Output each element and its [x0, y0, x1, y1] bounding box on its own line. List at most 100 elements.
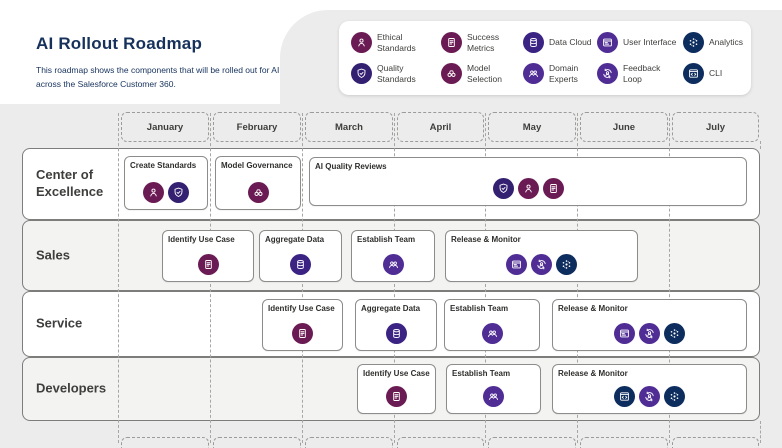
task-card-title: Establish Team: [357, 235, 416, 244]
legend-item-analytics: Analytics: [683, 31, 745, 54]
success-metrics-icon: [386, 386, 407, 407]
legend-item-success-metrics: Success Metrics: [441, 31, 523, 54]
bottom-month-box: [213, 437, 301, 448]
legend-label: User Interface: [623, 37, 677, 48]
success-metrics-icon: [292, 323, 313, 344]
column-guide: [118, 113, 119, 443]
domain-experts-icon: [382, 254, 404, 275]
task-card-title: Establish Team: [450, 304, 509, 313]
month-header-may: May: [488, 112, 576, 142]
month-header-january: January: [121, 112, 209, 142]
user-interface-icon: [597, 31, 618, 53]
month-header-february: February: [213, 112, 301, 142]
page-title: AI Rollout Roadmap: [36, 34, 203, 53]
analytics-icon: [664, 323, 685, 344]
task-card-title: AI Quality Reviews: [315, 162, 387, 171]
task-card-title: Model Governance: [221, 161, 293, 170]
task-card-establish-team: Establish Team: [351, 230, 435, 282]
task-card-title: Identify Use Case: [268, 304, 335, 313]
task-card-title: Release & Monitor: [451, 235, 521, 244]
domain-experts-icon: [523, 62, 544, 84]
task-card-create-standards: Create Standards: [124, 156, 208, 210]
legend-label: Feedback Loop: [623, 63, 661, 84]
user-interface-icon: [614, 323, 635, 344]
data-cloud-icon: [290, 254, 311, 275]
task-card-title: Release & Monitor: [558, 304, 628, 313]
legend-item-data-cloud: Data Cloud: [523, 31, 597, 54]
success-metrics-icon: [441, 31, 462, 53]
legend-label: Domain Experts: [549, 63, 579, 84]
month-header-june: June: [580, 112, 668, 142]
task-card-title: Aggregate Data: [265, 235, 325, 244]
task-card-ai-quality-reviews: AI Quality Reviews: [309, 157, 747, 206]
success-metrics-icon: [542, 178, 564, 199]
domain-experts-icon: [481, 323, 503, 344]
row-label: Service: [36, 315, 83, 331]
legend-label: Ethical Standards: [377, 32, 416, 53]
analytics-icon: [556, 254, 577, 275]
month-header-march: March: [305, 112, 393, 142]
column-guide: [760, 141, 761, 149]
ethical-standards-icon: [143, 182, 164, 203]
legend-label: Analytics: [709, 37, 744, 48]
legend-label: Data Cloud: [549, 37, 592, 48]
legend-label: CLI: [709, 68, 723, 79]
bottom-month-box: [672, 437, 759, 448]
cli-icon: [683, 62, 704, 84]
data-cloud-icon: [385, 323, 407, 344]
row-label: Sales: [36, 247, 70, 263]
feedback-loop-icon: [639, 386, 660, 407]
ethical-standards-icon: [517, 178, 539, 199]
task-card-title: Establish Team: [452, 369, 511, 378]
legend-item-model-selection: Model Selection: [441, 62, 523, 85]
analytics-icon: [683, 31, 704, 53]
task-card-title: Release & Monitor: [558, 369, 628, 378]
legend-item-ethical-standards: Ethical Standards: [351, 31, 441, 54]
title-block: AI Rollout Roadmap This roadmap shows th…: [36, 34, 296, 91]
task-card-identify-use-case: Identify Use Case: [357, 364, 436, 414]
task-card-establish-team: Establish Team: [446, 364, 541, 414]
task-card-title: Aggregate Data: [361, 304, 421, 313]
task-card-title: Identify Use Case: [168, 235, 235, 244]
task-card-identify-use-case: Identify Use Case: [262, 299, 343, 351]
model-selection-icon: [441, 62, 462, 84]
task-card-release-and-monitor: Release & Monitor: [552, 299, 747, 351]
month-header-april: April: [397, 112, 484, 142]
task-card-identify-use-case: Identify Use Case: [162, 230, 254, 282]
feedback-loop-icon: [639, 323, 660, 344]
domain-experts-icon: [483, 386, 504, 407]
bottom-month-box: [488, 437, 576, 448]
task-card-model-governance: Model Governance: [215, 156, 301, 210]
bottom-month-box: [305, 437, 393, 448]
data-cloud-icon: [523, 31, 544, 53]
quality-standards-icon: [492, 178, 514, 199]
user-interface-icon: [506, 254, 527, 275]
quality-standards-icon: [168, 182, 189, 203]
icon-legend: Ethical Standards Success Metrics Data C…: [339, 21, 751, 95]
legend-item-quality-standards: Quality Standards: [351, 62, 441, 85]
legend-label: Model Selection: [467, 63, 502, 84]
success-metrics-icon: [197, 254, 219, 275]
feedback-loop-icon: [531, 254, 552, 275]
cli-icon: [614, 386, 635, 407]
bottom-month-box: [580, 437, 668, 448]
task-card-establish-team: Establish Team: [444, 299, 540, 351]
page-subtitle: This roadmap shows the components that w…: [36, 65, 280, 89]
task-card-release-and-monitor: Release & Monitor: [552, 364, 747, 414]
task-card-release-and-monitor: Release & Monitor: [445, 230, 638, 282]
legend-label: Success Metrics: [467, 32, 500, 53]
column-guide: [760, 421, 761, 443]
model-selection-icon: [247, 182, 269, 203]
ethical-standards-icon: [351, 31, 372, 53]
task-card-aggregate-data: Aggregate Data: [355, 299, 437, 351]
quality-standards-icon: [351, 62, 372, 84]
bottom-month-box: [397, 437, 484, 448]
legend-label: Quality Standards: [377, 63, 416, 84]
legend-item-cli: CLI: [683, 62, 745, 85]
month-header-july: July: [672, 112, 759, 142]
legend-item-user-interface: User Interface: [597, 31, 683, 54]
legend-item-feedback-loop: Feedback Loop: [597, 62, 683, 85]
legend-item-domain-experts: Domain Experts: [523, 62, 597, 85]
row-label: Center of Excellence: [36, 167, 104, 199]
